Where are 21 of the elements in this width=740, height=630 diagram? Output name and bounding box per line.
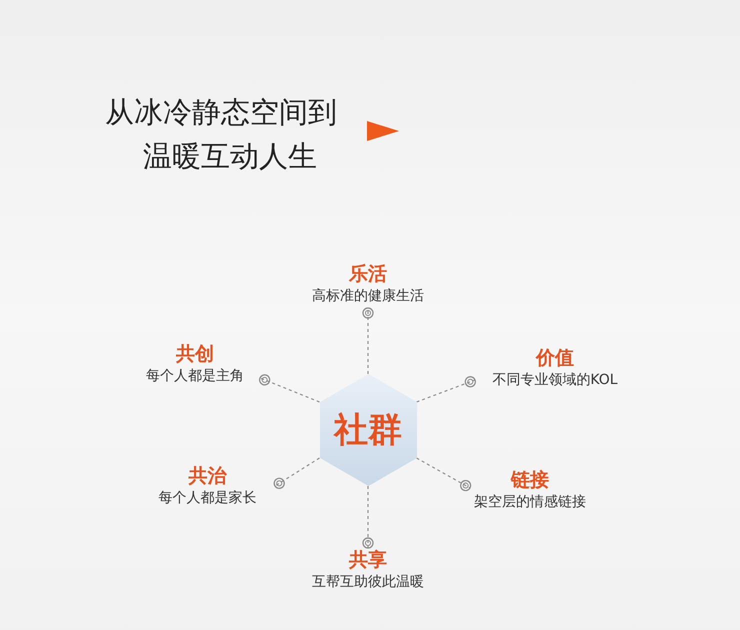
connector (259, 374, 320, 402)
heading: 共享 (348, 548, 388, 572)
heading: 共创 (175, 342, 215, 366)
hexagon (320, 374, 416, 486)
connector (362, 486, 374, 549)
heading: 共治 (188, 464, 228, 488)
connector (274, 458, 320, 489)
heading: 链接 (510, 468, 550, 492)
description: 不同专业领域的KOL (491, 371, 619, 390)
hub-label: 社群 (332, 409, 403, 452)
description: 高标准的健康生活 (311, 287, 425, 306)
description: 互帮互助彼此温暖 (311, 573, 425, 592)
heading: 价值 (534, 346, 575, 370)
description: 每个人都是家长 (158, 489, 258, 508)
heading: 乐活 (348, 262, 388, 286)
connector (416, 376, 476, 403)
title: 从冰冷静态空间到温暖互动人生 (105, 94, 338, 175)
description: 每个人都是主角 (145, 367, 245, 386)
connector (362, 307, 374, 374)
connector (416, 458, 472, 492)
description: 架空层的情感链接 (473, 493, 587, 512)
